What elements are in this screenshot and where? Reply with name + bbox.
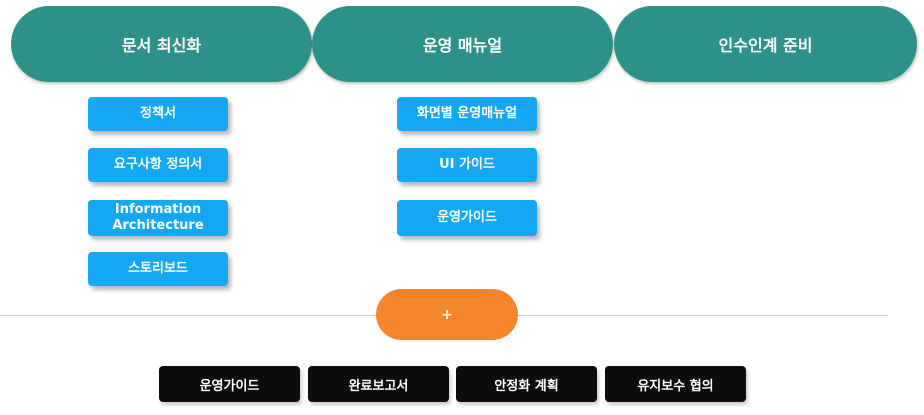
plus-icon: + [441, 306, 453, 323]
bottom-completion-report: 완료보고서 [308, 366, 449, 402]
bottom-operation-guide: 운영가이드 [159, 366, 300, 402]
item-requirements-spec-label: 요구사항 정의서 [113, 157, 203, 172]
plus-connector: + [376, 289, 518, 340]
item-information-architecture: Information Architecture [88, 200, 228, 236]
header-handover-prep-label: 인수인계 준비 [718, 36, 813, 55]
bottom-completion-report-label: 완료보고서 [348, 378, 409, 394]
bottom-stabilization-plan: 안정화 계획 [456, 366, 597, 402]
header-operation-manual: 운영 매뉴얼 [312, 6, 613, 82]
item-policy-doc-label: 정책서 [140, 106, 176, 121]
bottom-maintenance-agreement-label: 유지보수 협의 [637, 378, 714, 394]
bottom-operation-guide-label: 운영가이드 [199, 378, 260, 394]
item-information-architecture-label: Information Architecture [112, 202, 204, 233]
item-operation-guide-label: 운영가이드 [437, 210, 497, 225]
item-storyboard-label: 스토리보드 [128, 261, 188, 276]
item-screen-manual: 화면별 운영매뉴얼 [397, 97, 537, 131]
item-requirements-spec: 요구사항 정의서 [88, 148, 228, 182]
header-document-update: 문서 최신화 [11, 6, 312, 82]
item-operation-guide: 운영가이드 [397, 200, 537, 236]
header-document-update-label: 문서 최신화 [121, 36, 202, 55]
item-screen-manual-label: 화면별 운영매뉴얼 [416, 106, 518, 121]
item-policy-doc: 정책서 [88, 97, 228, 131]
bottom-stabilization-plan-label: 안정화 계획 [494, 378, 559, 394]
item-ui-guide: UI 가이드 [397, 148, 537, 182]
header-operation-manual-label: 운영 매뉴얼 [422, 36, 503, 55]
bottom-maintenance-agreement: 유지보수 협의 [605, 366, 746, 402]
header-handover-prep: 인수인계 준비 [614, 6, 917, 82]
item-storyboard: 스토리보드 [88, 252, 228, 286]
item-ui-guide-label: UI 가이드 [439, 157, 495, 172]
